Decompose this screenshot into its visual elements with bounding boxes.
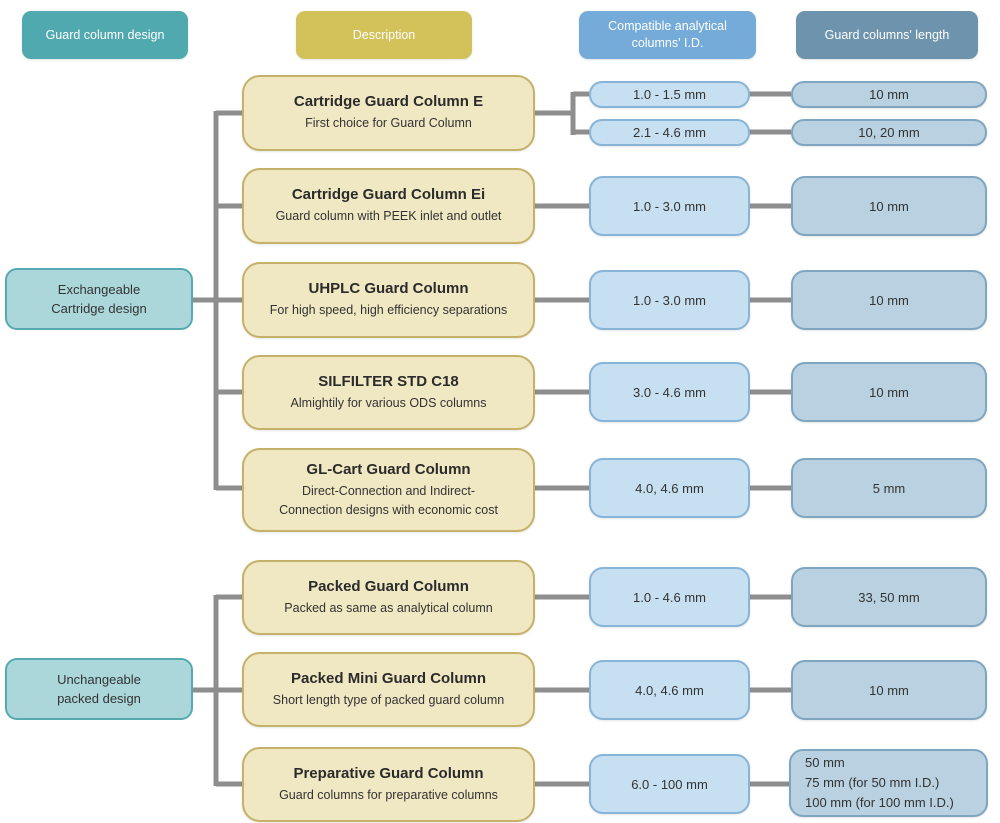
description-title: SILFILTER STD C18 [318,372,459,390]
description-title: UHPLC Guard Column [308,280,469,298]
description-title: Preparative Guard Column [293,764,484,782]
description-box-cartridge-guard-column-e: Cartridge Guard Column E First choice fo… [242,75,535,151]
header-description: Description [296,11,472,59]
id-box: 1.0 - 1.5 mm [589,81,750,108]
header-analytical-columns-id: Compatible analytical columns' I.D. [579,11,756,59]
id-box: 6.0 - 100 mm [589,754,750,814]
description-title: Packed Mini Guard Column [290,669,487,687]
id-box: 1.0 - 3.0 mm [589,176,750,236]
id-box: 1.0 - 3.0 mm [589,270,750,330]
id-box: 2.1 - 4.6 mm [589,119,750,146]
length-box: 50 mm 75 mm (for 50 mm I.D.) 100 mm (for… [789,749,988,817]
id-box: 4.0, 4.6 mm [589,458,750,518]
length-box: 10 mm [791,270,987,330]
description-title: GL-Cart Guard Column [306,460,471,478]
length-box: 10 mm [791,176,987,236]
length-box: 10, 20 mm [791,119,987,146]
description-title: Cartridge Guard Column Ei [291,186,486,204]
header-guard-column-design: Guard column design [22,11,188,59]
description-subtitle: Packed as same as analytical column [284,600,493,615]
description-subtitle: Guard column with PEEK inlet and outlet [275,209,502,224]
description-box-gl-cart-guard-column: GL-Cart Guard Column Direct-Connection a… [242,448,535,532]
length-box: 10 mm [791,81,987,108]
length-box: 10 mm [791,660,987,720]
description-box-cartridge-guard-column-ei: Cartridge Guard Column Ei Guard column w… [242,168,535,244]
id-box: 3.0 - 4.6 mm [589,362,750,422]
description-title: Packed Guard Column [308,577,469,595]
description-title: Cartridge Guard Column E [293,93,484,111]
description-subtitle: Guard columns for preparative columns [279,787,498,802]
length-box: 10 mm [791,362,987,422]
length-box: 5 mm [791,458,987,518]
description-subtitle: Almightily for various ODS columns [290,395,487,410]
description-box-uhplc-guard-column: UHPLC Guard Column For high speed, high … [242,262,535,338]
header-guard-columns-length: Guard columns' length [796,11,978,59]
description-subtitle: Short length type of packed guard column [272,692,505,707]
description-subtitle: Direct-Connection and Indirect- Connecti… [279,483,498,518]
length-box: 33, 50 mm [791,567,987,627]
group-box-unchangeable-packed: Unchangeable packed design [5,658,193,720]
description-box-silfilter-std-c18: SILFILTER STD C18 Almightily for various… [242,355,535,430]
description-box-preparative-guard-column: Preparative Guard Column Guard columns f… [242,747,535,822]
description-subtitle: First choice for Guard Column [305,116,472,131]
group-box-exchangeable-cartridge: Exchangeable Cartridge design [5,268,193,330]
description-box-packed-mini-guard-column: Packed Mini Guard Column Short length ty… [242,652,535,727]
id-box: 1.0 - 4.6 mm [589,567,750,627]
id-box: 4.0, 4.6 mm [589,660,750,720]
description-box-packed-guard-column: Packed Guard Column Packed as same as an… [242,560,535,635]
description-subtitle: For high speed, high efficiency separati… [269,303,508,318]
